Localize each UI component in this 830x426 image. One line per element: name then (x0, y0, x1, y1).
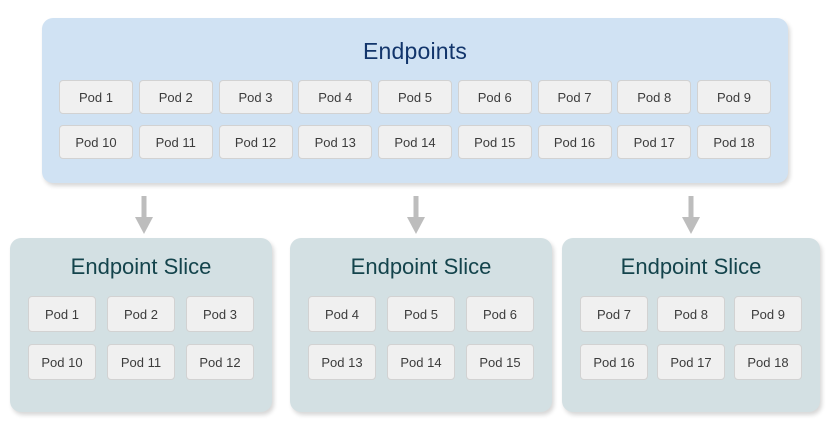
arrow-down-icon (133, 196, 155, 234)
pod-chip: Pod 14 (378, 125, 452, 159)
pod-chip: Pod 1 (28, 296, 96, 332)
pod-chip: Pod 4 (298, 80, 373, 114)
pod-chip: Pod 15 (457, 125, 532, 159)
pod-chip: Pod 7 (537, 80, 612, 114)
pod-chip: Pod 6 (457, 80, 532, 114)
arrow-down-icon (405, 196, 427, 234)
endpoint-slice-pod-row: Pod 13 Pod 14 Pod 15 (308, 344, 534, 380)
endpoint-slice-pod-grid: Pod 4 Pod 5 Pod 6 Pod 13 Pod 14 Pod 15 (308, 296, 534, 380)
endpoint-slice-panel-3: Endpoint Slice Pod 7 Pod 8 Pod 9 Pod 16 … (562, 238, 820, 412)
pod-chip: Pod 18 (697, 125, 771, 159)
pod-chip: Pod 13 (298, 125, 373, 159)
pod-chip: Pod 14 (387, 344, 455, 380)
pod-chip: Pod 6 (466, 296, 534, 332)
endpoint-slice-pod-row: Pod 7 Pod 8 Pod 9 (580, 296, 802, 332)
pod-chip: Pod 1 (59, 80, 133, 114)
pod-chip: Pod 17 (657, 344, 725, 380)
pod-chip: Pod 16 (537, 125, 612, 159)
pod-chip: Pod 7 (580, 296, 648, 332)
endpoint-slice-pod-grid: Pod 1 Pod 2 Pod 3 Pod 10 Pod 11 Pod 12 (28, 296, 254, 380)
arrow-down-icon (680, 196, 702, 234)
endpoints-panel: Endpoints Pod 1 Pod 2 Pod 3 Pod 4 Pod 5 … (42, 18, 788, 183)
endpoint-slice-panel-2: Endpoint Slice Pod 4 Pod 5 Pod 6 Pod 13 … (290, 238, 552, 412)
endpoint-slice-title: Endpoint Slice (350, 254, 492, 279)
pod-chip: Pod 12 (218, 125, 293, 159)
endpoint-slice-pod-grid: Pod 7 Pod 8 Pod 9 Pod 16 Pod 17 Pod 18 (580, 296, 802, 380)
pod-chip: Pod 12 (186, 344, 254, 380)
pod-chip: Pod 5 (387, 296, 455, 332)
pod-chip: Pod 17 (617, 125, 692, 159)
pod-chip: Pod 13 (308, 344, 376, 380)
pod-chip: Pod 8 (617, 80, 692, 114)
endpoint-slice-title: Endpoint Slice (70, 254, 212, 279)
pod-chip: Pod 3 (218, 80, 293, 114)
endpoints-pod-row: Pod 10 Pod 11 Pod 12 Pod 13 Pod 14 Pod 1… (59, 125, 771, 159)
endpoint-slice-panel-1: Endpoint Slice Pod 1 Pod 2 Pod 3 Pod 10 … (10, 238, 272, 412)
pod-chip: Pod 4 (308, 296, 376, 332)
pod-chip: Pod 15 (466, 344, 534, 380)
pod-chip: Pod 5 (378, 80, 452, 114)
pod-chip: Pod 18 (734, 344, 802, 380)
pod-chip: Pod 10 (28, 344, 96, 380)
endpoints-pod-grid: Pod 1 Pod 2 Pod 3 Pod 4 Pod 5 Pod 6 Pod … (59, 80, 771, 159)
pod-chip: Pod 11 (107, 344, 175, 380)
pod-chip: Pod 8 (657, 296, 725, 332)
endpoint-slice-pod-row: Pod 10 Pod 11 Pod 12 (28, 344, 254, 380)
pod-chip: Pod 2 (107, 296, 175, 332)
pod-chip: Pod 3 (186, 296, 254, 332)
endpoints-pod-row: Pod 1 Pod 2 Pod 3 Pod 4 Pod 5 Pod 6 Pod … (59, 80, 771, 114)
pod-chip: Pod 10 (59, 125, 133, 159)
endpoints-title: Endpoints (362, 38, 468, 64)
pod-chip: Pod 9 (697, 80, 771, 114)
pod-chip: Pod 2 (138, 80, 213, 114)
pod-chip: Pod 9 (734, 296, 802, 332)
endpoint-slice-pod-row: Pod 1 Pod 2 Pod 3 (28, 296, 254, 332)
endpoint-slice-title: Endpoint Slice (620, 254, 762, 279)
endpoint-slice-pod-row: Pod 16 Pod 17 Pod 18 (580, 344, 802, 380)
pod-chip: Pod 11 (138, 125, 213, 159)
pod-chip: Pod 16 (580, 344, 648, 380)
endpoint-slice-pod-row: Pod 4 Pod 5 Pod 6 (308, 296, 534, 332)
